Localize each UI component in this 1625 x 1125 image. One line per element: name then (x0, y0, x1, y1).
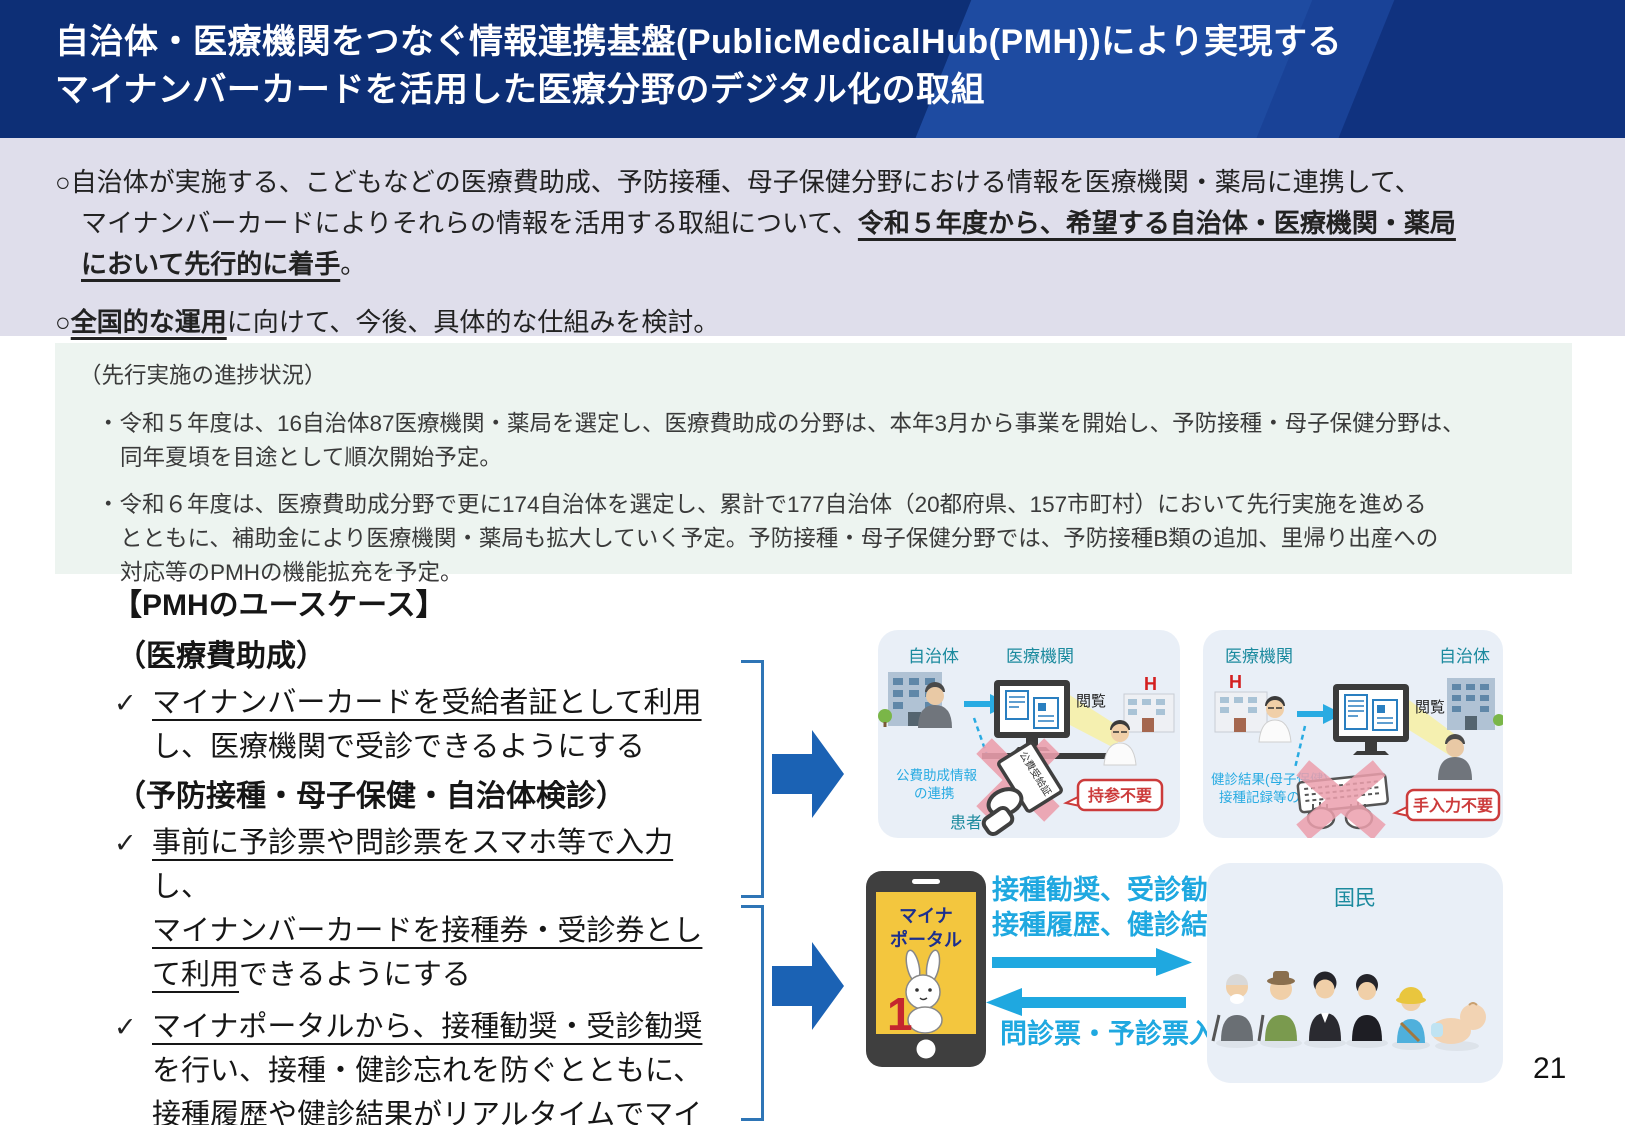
official-icon (918, 682, 952, 728)
page-title-line2: マイナンバーカードを活用した医療分野のデジタル化の取組 (55, 71, 986, 109)
diagram-medical-subsidy: 自治体 医療機関 (878, 630, 1180, 838)
summary-box: ○自治体が実施する、こどもなどの医療費助成、予防接種、母子保健分野における情報を… (0, 138, 1625, 337)
label-view: 閲覧 (1415, 699, 1445, 716)
bracket-top (741, 660, 764, 898)
view-beam (1409, 700, 1457, 760)
progress-item: ・令和５年度は、16自治体87医療機関・薬局を選定し、医療費助成の分野は、本年3… (97, 411, 1465, 470)
phone-label-2: ポータル (890, 929, 962, 950)
no-need-bubble: 手入力不要 (1392, 788, 1501, 822)
number-one: 1 (887, 988, 913, 1040)
check-icon: ✓ (114, 688, 137, 718)
flow-label-from-citizen: 問診票・予診票入力 (1000, 1019, 1243, 1049)
usecase-item: ✓ 事前に予診票や問診票をスマホ等で入力し、マイナンバーカードを接種券・受診券と… (114, 821, 730, 997)
phone-label-1: マイナ (899, 906, 953, 926)
no-need-bubble: 持参不要 (1063, 778, 1164, 812)
label-municipality: 自治体 (1439, 647, 1490, 666)
card-hand-icon: 公費受給証 (981, 741, 1063, 837)
arrow-right-icon (992, 948, 1192, 976)
usecase-section-heading-vaccine: （予防接種・母子保健・自治体検診） (116, 780, 626, 813)
usecase-item: ✓ マイナンバーカードを受給者証として利用し、医療機関で受診できるようにする (114, 681, 730, 769)
usecase-item: ✓ マイナポータルから、接種勧奨・受診勧奨を行い、接種・健診忘れを防ぐとともに、… (114, 1005, 730, 1125)
check-icon: ✓ (114, 828, 137, 858)
usecase-title: 【PMHのユースケース】 (112, 589, 446, 622)
official-icon (1438, 734, 1472, 780)
label-view: 閲覧 (1076, 693, 1106, 710)
municipal-building-icon (1447, 678, 1505, 730)
flow-label-to-citizen-1: 接種勧奨、受診勧奨 (992, 875, 1235, 905)
citizens-panel: 国民 (1207, 863, 1503, 1083)
progress-box: （先行実施の進捗状況） ・令和５年度は、16自治体87医療機関・薬局を選定し、医… (55, 343, 1572, 585)
diagram-record-linkage: 医療機関 自治体 H (1203, 630, 1505, 840)
page-title-line1: 自治体・医療機関をつなぐ情報連携基盤(PublicMedicalHub(PMH)… (55, 23, 1342, 61)
label-medical-institution: 医療機関 (1225, 647, 1293, 666)
svg-text:持参不要: 持参不要 (1088, 786, 1152, 805)
usecase-column: 【PMHのユースケース】 （医療費助成） ✓ マイナンバーカードを受給者証として… (112, 585, 730, 1125)
summary-bullet-2: ○全国的な運用に向けて、今後、具体的な仕組みを検討。 (55, 307, 720, 337)
pink-x-icon (1296, 760, 1386, 840)
dashed-link-line (972, 717, 990, 759)
arrow-left-icon (986, 988, 1186, 1016)
flow-label-to-citizen-2: 接種履歴、健診結果 (992, 910, 1235, 940)
slide-header: 自治体・医療機関をつなぐ情報連携基盤(PublicMedicalHub(PMH)… (0, 0, 1625, 138)
label-subsidy-link-1: 公費助成情報 (896, 768, 977, 783)
label-medical-institution: 医療機関 (1006, 647, 1074, 666)
bracket-bottom (741, 905, 764, 1121)
label-subsidy-link-2: の連携 (914, 786, 955, 801)
hospital-icon: H (1214, 672, 1268, 733)
svg-text:H: H (1144, 674, 1157, 694)
progress-item: ・令和６年度は、医療費助成分野で更に174自治体を選定し、累計で177自治体（2… (97, 492, 1439, 585)
rabbit-mascot-icon: 1 (887, 949, 943, 1040)
pc-icon (1333, 684, 1409, 755)
page-title: 自治体・医療機関をつなぐ情報連携基盤(PublicMedicalHub(PMH)… (0, 0, 1625, 114)
label-municipality: 自治体 (908, 647, 959, 666)
progress-heading: （先行実施の進捗状況） (79, 363, 327, 388)
myna-portal-phone: マイナ ポータル 1 (866, 871, 986, 1067)
dashed-link-line (1293, 725, 1307, 769)
usecase-section-heading-subsidy: （医療費助成） (116, 640, 326, 673)
doctor-icon (1103, 720, 1137, 766)
page-number: 21 (1533, 1052, 1567, 1085)
flow-arrow-icon (772, 942, 844, 1030)
hospital-icon: H (1123, 674, 1175, 733)
svg-text:H: H (1229, 672, 1242, 692)
citizen-figures (1211, 971, 1486, 1051)
flow-arrow-icon (772, 730, 844, 818)
label-citizens: 国民 (1334, 887, 1376, 910)
summary-bullet-1: ○自治体が実施する、こどもなどの医療費助成、予防接種、母子保健分野における情報を… (55, 167, 1456, 279)
view-beam (1068, 694, 1118, 750)
label-patient: 患者 (950, 814, 982, 832)
doctor-icon (1258, 696, 1292, 743)
check-icon: ✓ (114, 1012, 137, 1042)
svg-text:手入力不要: 手入力不要 (1413, 796, 1493, 815)
